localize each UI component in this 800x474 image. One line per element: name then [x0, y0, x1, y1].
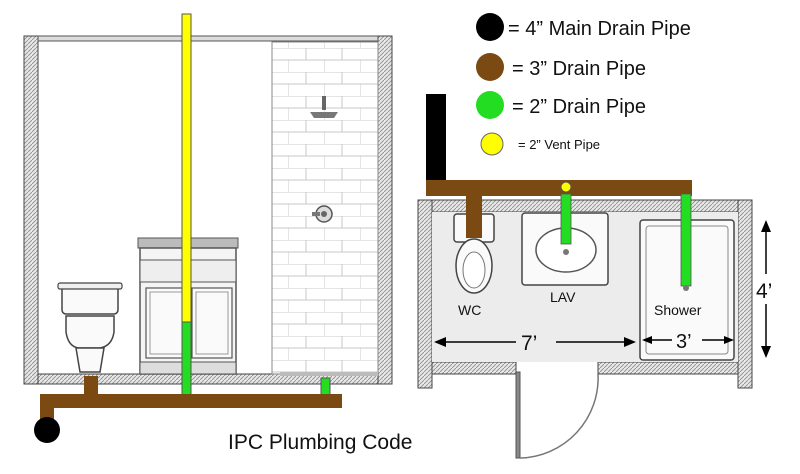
shower-dimension-label: 3’: [676, 331, 692, 353]
plan-view: WC LAV Shower 7’ 3’ 4’: [417, 94, 772, 459]
drain-riser: [40, 394, 54, 424]
shower-head-icon: [310, 96, 338, 118]
right-wall: [377, 35, 393, 385]
plan-bottom-wall-right: [597, 361, 739, 375]
legend-swatch-3in-drain: [476, 53, 504, 81]
caption: IPC Plumbing Code: [228, 431, 412, 454]
plan-lav-drain: [560, 193, 572, 245]
plan-main-drain: [426, 94, 446, 196]
legend-swatch-vent: [480, 132, 504, 156]
door-swing-icon: [515, 371, 599, 459]
plan-bottom-wall-left: [431, 361, 517, 375]
elevation-view: [23, 13, 393, 443]
shower-drain-icon: [683, 285, 689, 291]
plan-horizontal-drain: [426, 180, 692, 196]
depth-dimension-label: 4’: [756, 280, 772, 303]
main-drain-pipe: [34, 417, 60, 443]
depth-dimension: [761, 220, 771, 358]
plan-left-wall: [417, 199, 433, 389]
legend-label-2in-drain: = 2” Drain Pipe: [512, 96, 646, 118]
width-dimension-label: 7’: [521, 332, 537, 355]
shower-label: Shower: [654, 302, 702, 318]
toilet-elevation-icon: [57, 282, 123, 373]
lav-drain-pipe: [181, 321, 192, 399]
vent-pipe: [181, 13, 192, 327]
ceiling: [37, 35, 379, 42]
lav-label: LAV: [550, 289, 576, 305]
legend-label-vent: = 2” Vent Pipe: [518, 137, 600, 152]
legend-label-main-drain: = 4” Main Drain Pipe: [508, 18, 691, 40]
plan-shower-drain: [680, 193, 692, 287]
plan-right-wall: [737, 199, 753, 389]
left-wall: [23, 35, 39, 385]
toilet-drain-stub: [84, 376, 98, 396]
shower-valve-icon: [312, 205, 333, 223]
shower-dimension: [642, 336, 734, 344]
legend-swatch-2in-drain: [476, 91, 504, 119]
plan-vent-marker: [560, 181, 572, 193]
legend-swatch-main-drain: [476, 13, 504, 41]
legend-label-3in-drain: = 3” Drain Pipe: [512, 58, 646, 80]
legend: = 4” Main Drain Pipe = 3” Drain Pipe = 2…: [476, 13, 691, 156]
shower-curb: [280, 372, 378, 376]
plan-toilet-drain: [466, 194, 482, 238]
horizontal-drain-pipe: [40, 394, 342, 408]
width-dimension: [434, 337, 636, 347]
wc-label: WC: [458, 302, 481, 318]
